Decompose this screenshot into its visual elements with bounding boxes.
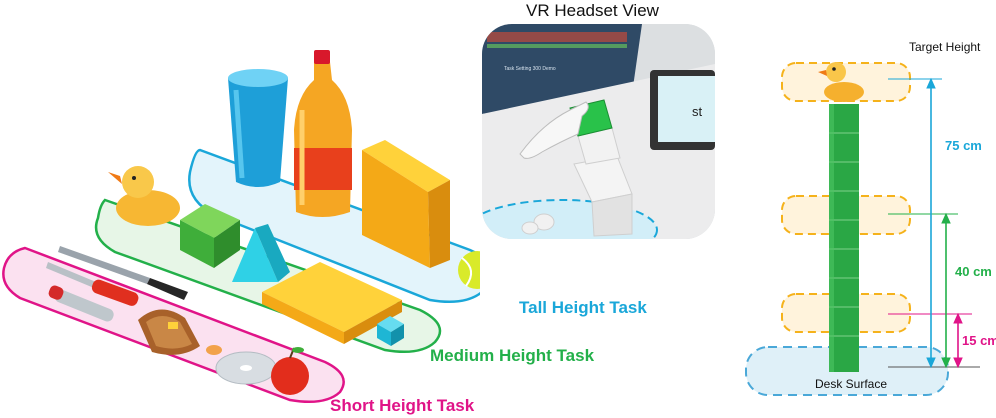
knife-object bbox=[58, 246, 188, 300]
measure-15-label: 15 cm bbox=[962, 333, 996, 348]
apple-object bbox=[271, 347, 309, 395]
tennis-ball-object bbox=[458, 251, 480, 289]
screwdriver-object bbox=[46, 262, 139, 306]
target-height-label: Target Height bbox=[909, 40, 981, 54]
small-cube-object bbox=[377, 316, 404, 346]
green-cube-object bbox=[180, 204, 240, 268]
cd-object bbox=[215, 351, 277, 385]
vr-screen-text: Task Setting 300 Demo bbox=[504, 66, 556, 72]
target-zone-75 bbox=[781, 62, 911, 102]
arrow-40cm bbox=[941, 212, 951, 369]
vr-hand bbox=[519, 101, 589, 159]
vr-view-title: VR Headset View bbox=[526, 1, 659, 20]
toast-object bbox=[138, 309, 200, 355]
cup-object bbox=[228, 69, 288, 187]
vr-monitor-text: st bbox=[692, 104, 703, 119]
task-objects-illustration bbox=[2, 50, 480, 403]
flat-box-object bbox=[262, 262, 402, 344]
short-task-label: Short Height Task bbox=[330, 396, 475, 415]
box-object bbox=[362, 140, 450, 268]
cyan-prism-object bbox=[232, 224, 290, 282]
duck-object bbox=[108, 166, 180, 226]
height-diagram bbox=[745, 62, 980, 396]
coin-object bbox=[206, 345, 222, 355]
tall-task-label: Tall Height Task bbox=[519, 298, 647, 317]
marker-object bbox=[48, 285, 114, 322]
measure-40-label: 40 cm bbox=[955, 264, 992, 279]
medium-task-label: Medium Height Task bbox=[430, 346, 595, 365]
vr-headset-view: Task Setting 300 Demo st bbox=[482, 24, 715, 239]
measure-75-label: 75 cm bbox=[945, 138, 982, 153]
arrow-15cm bbox=[953, 312, 963, 369]
bottle-object bbox=[294, 50, 352, 217]
tall-task-region bbox=[188, 148, 480, 303]
duck-on-tower bbox=[818, 62, 864, 102]
vr-scene: Task Setting 300 Demo st bbox=[482, 24, 715, 239]
desk-surface-label: Desk Surface bbox=[815, 377, 888, 391]
arrow-75cm bbox=[926, 77, 936, 369]
block-tower bbox=[829, 104, 859, 372]
